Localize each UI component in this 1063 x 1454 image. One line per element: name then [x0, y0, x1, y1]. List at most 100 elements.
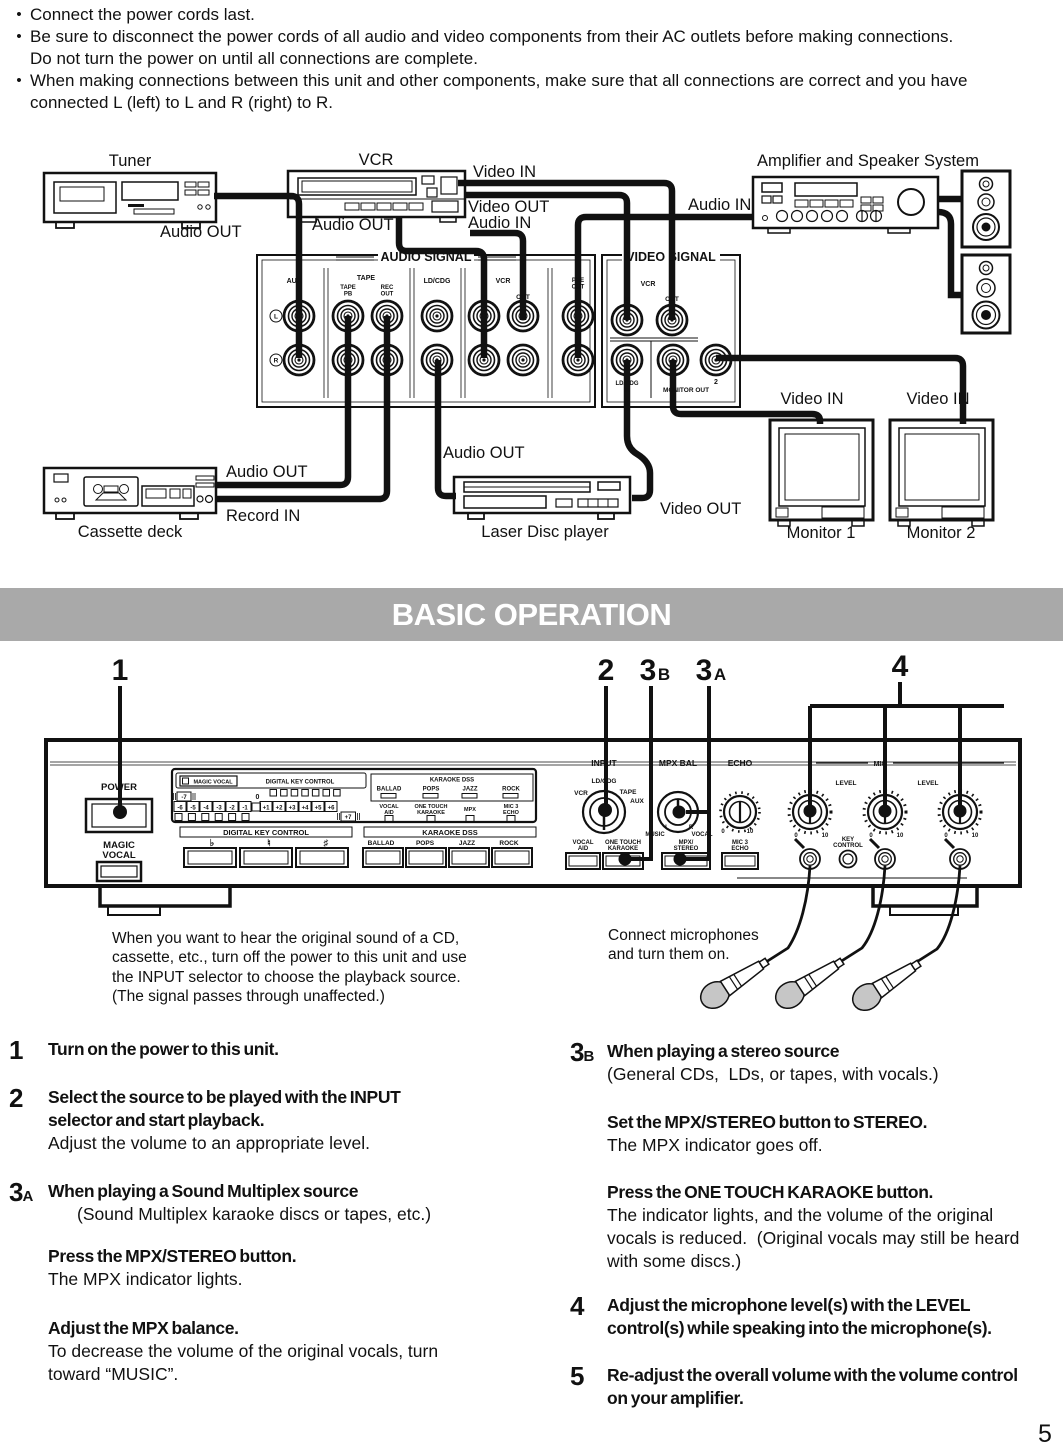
flat-key-label: ♭	[210, 838, 215, 849]
step-sub: Press the MPX/STEREO button.The MPX indi…	[9, 1245, 297, 1291]
mic3-echo-indicator-1: MIC 3	[504, 804, 519, 810]
input-tape-label: TAPE	[620, 789, 638, 796]
step-number	[570, 1181, 607, 1273]
step-line: When playing a stereo source	[607, 1041, 840, 1061]
mpx-bal-title: MPX BAL	[659, 758, 697, 768]
jack-pointer-marks	[793, 837, 956, 850]
callout-2: 2	[598, 654, 615, 687]
cassette-deck-illustration	[42, 466, 218, 520]
step-line: Press the ONE TOUCH KARAOKE button.	[607, 1182, 934, 1202]
pre-out-label-2: OUT	[572, 285, 585, 291]
monitor-out-label: MONITOR OUT	[663, 387, 709, 394]
key-minus7-label: -7	[181, 795, 187, 801]
callout-4-line	[803, 682, 1004, 818]
step-line: control(s) while speaking into the micro…	[607, 1318, 992, 1338]
caption-line: and turn them on.	[608, 946, 730, 964]
tuner-illustration	[42, 171, 218, 229]
monitor2-label: Monitor 2	[907, 524, 976, 542]
key-scale-value: -6	[177, 806, 183, 812]
callout-3a-line	[672, 686, 711, 866]
step-line: The MPX indicator lights.	[48, 1269, 243, 1289]
step-line: vocals is reduced. (Original vocals may …	[607, 1228, 1020, 1248]
video-in-label-monitor2: Video IN	[907, 390, 970, 408]
step-line: Set the MPX/STEREO button to STEREO.	[607, 1112, 928, 1132]
audio-out-label-tuner: Audio OUT	[160, 223, 242, 241]
laser-label: Laser Disc player	[481, 523, 609, 541]
caption-line: Connect microphones	[608, 927, 759, 944]
note-bullet: •Be sure to disconnect the power cords o…	[8, 26, 1058, 70]
callout-4: 4	[892, 650, 909, 683]
l-label: L	[274, 314, 278, 321]
video-signal-title: VIDEO SIGNAL	[626, 250, 716, 264]
audio-in-label-vcr: Audio IN	[468, 214, 531, 232]
key-scale-cell	[311, 801, 325, 812]
level1-max: 10	[822, 833, 829, 839]
step-line: Turn on the power to this unit.	[48, 1039, 279, 1059]
mic3-echo-indicator-2: ECHO	[503, 810, 520, 816]
callout-3a-number: 3	[696, 654, 713, 687]
key-scale-value: +5	[315, 806, 323, 812]
key-scale: -6-5-4-3-2-1+1+2+3+4+5+6	[173, 801, 338, 812]
step-number: 3A	[9, 1177, 34, 1207]
key-scale-value: -5	[190, 806, 196, 812]
step-line: The indicator lights, and the volume of …	[607, 1205, 994, 1225]
mic3-echo-button	[721, 852, 759, 870]
callout-3a-letter: A	[714, 665, 726, 684]
mic3-echo-button-label-1: MIC 3	[732, 840, 749, 846]
step-number: 1	[9, 1035, 24, 1065]
vcr-illustration	[286, 169, 467, 223]
one-touch-indicator-2: KARAOKE	[417, 810, 445, 816]
bullet-marker: •	[16, 28, 22, 45]
tuner-label: Tuner	[109, 152, 152, 170]
key-scale-cell	[272, 801, 286, 812]
level-label-1: LEVEL	[836, 780, 857, 787]
one-touch-indicator-1: ONE TOUCH	[415, 804, 448, 810]
step-number: 5	[570, 1361, 585, 1391]
in-label-audio: IN	[481, 294, 488, 301]
speaker-1-illustration	[960, 169, 1012, 249]
karaoke-dss-display-title: KARAOKE DSS	[430, 778, 474, 784]
key-plus7-label: +7	[345, 815, 353, 821]
key-scale-value: +6	[328, 806, 336, 812]
dkc-header: DIGITAL KEY CONTROL	[223, 828, 309, 837]
level-label-2: LEVEL	[918, 780, 939, 787]
video-out-label-vcr: Video OUT	[468, 198, 549, 216]
level1-min: 0	[794, 833, 798, 839]
dss-pops-indicator: POPS	[423, 787, 440, 793]
magic-vocal-button	[95, 860, 143, 883]
mpx-l-label: L	[665, 825, 669, 831]
key-scale-value: -4	[203, 806, 209, 812]
natural-key-label: ♮	[267, 838, 270, 849]
key-scale-value: -3	[216, 806, 222, 812]
note-line: Do not turn the power on until all conne…	[30, 49, 478, 68]
jazz-button-label: JAZZ	[459, 840, 475, 847]
vcr-label-audio: VCR	[496, 278, 511, 285]
note-bullet: •When making connections between this un…	[8, 70, 1058, 114]
step-line: Select the source to be played with the …	[48, 1087, 401, 1107]
digital-key-control-display-label: DIGITAL KEY CONTROL	[266, 780, 335, 786]
video-out-label-laser: Video OUT	[660, 500, 741, 518]
step-line: (General CDs, LDs, or tapes, with vocals…	[607, 1064, 939, 1084]
microphones-caption: Connect microphones and turn them on.	[608, 926, 759, 965]
magic-vocal-label-2: VOCAL	[102, 850, 135, 861]
step-number	[9, 1245, 48, 1291]
step-line: Adjust the volume to an appropriate leve…	[48, 1133, 370, 1153]
speaker-2-illustration	[960, 253, 1012, 335]
mpx-stereo-button-label-2: STEREO	[674, 846, 699, 852]
vocal-aid-indicator-1: VOCAL	[379, 804, 399, 810]
key-scale-cell	[212, 801, 226, 812]
step-line: with some discs.)	[607, 1251, 742, 1271]
audio-out-label-cassette: Audio OUT	[226, 463, 308, 481]
step-line: The MPX indicator goes off.	[607, 1135, 823, 1155]
callout-3b-number: 3	[640, 654, 657, 687]
step-number: 3B	[570, 1037, 595, 1067]
echo-knob	[719, 791, 761, 833]
step-3B: 3B When playing a stereo source (General C…	[570, 1037, 939, 1086]
passthrough-caption: When you want to hear the original sound…	[112, 929, 467, 1006]
key-scale-value: +4	[302, 806, 310, 812]
amplifier-label: Amplifier and Speaker System	[757, 152, 979, 170]
